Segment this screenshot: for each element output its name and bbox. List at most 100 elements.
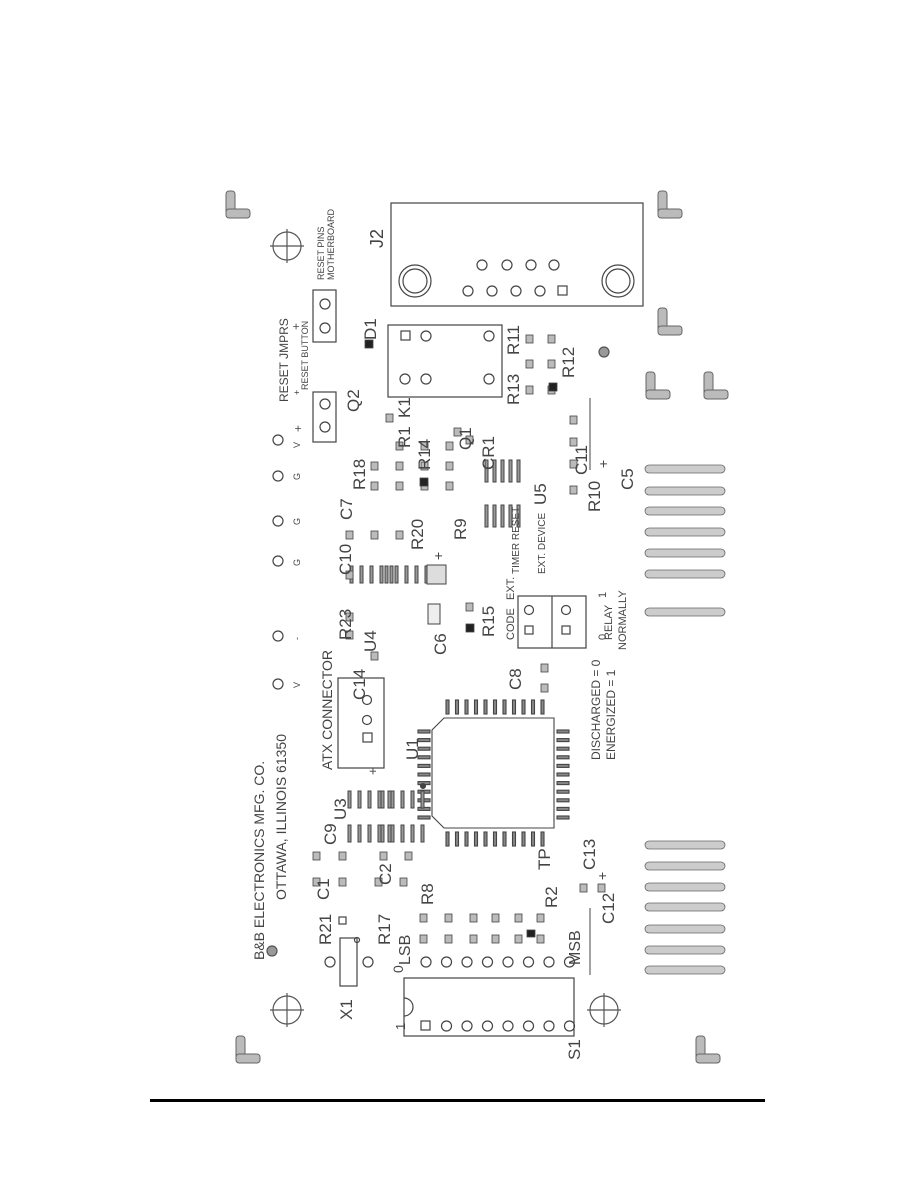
dip-lead bbox=[380, 824, 385, 843]
edge-finger bbox=[644, 965, 726, 975]
header-pin-letter: - bbox=[292, 637, 302, 640]
pad bbox=[345, 612, 354, 622]
silkscreen-labels: B&B ELECTRONICS MFG. CO.OTTAWA, ILLINOIS… bbox=[251, 208, 637, 1060]
designator-u5: U5 bbox=[531, 483, 550, 505]
dip-lead bbox=[394, 565, 399, 584]
pad bbox=[345, 530, 354, 540]
u1-lead bbox=[502, 699, 507, 715]
pad bbox=[395, 481, 404, 491]
dip-lead bbox=[410, 824, 415, 843]
s1-pin bbox=[440, 1020, 453, 1032]
dip-lead bbox=[400, 790, 405, 809]
atx-connector-label: ATX CONNECTOR bbox=[319, 650, 335, 770]
header-pin bbox=[272, 630, 284, 642]
dip-lead bbox=[420, 824, 425, 843]
u1-lead bbox=[511, 831, 517, 847]
pad bbox=[338, 877, 347, 887]
relay-label: RELAY bbox=[603, 604, 615, 640]
relay-k1 bbox=[387, 324, 503, 398]
designator-c12: C12 bbox=[599, 893, 618, 924]
designator-s1: S1 bbox=[565, 1039, 584, 1060]
u1-lead bbox=[464, 699, 469, 715]
corner-mark bbox=[657, 208, 683, 219]
u1-lead bbox=[417, 763, 431, 768]
plus-mark: + bbox=[594, 872, 610, 880]
dip-lead bbox=[367, 790, 372, 809]
u1-lead bbox=[502, 831, 507, 847]
designator-c7: C7 bbox=[337, 498, 356, 520]
u1-lead bbox=[473, 699, 479, 715]
header-pin-letter: G bbox=[292, 518, 302, 525]
s1-pin bbox=[543, 956, 555, 968]
pad bbox=[420, 441, 429, 451]
dip-lead bbox=[347, 790, 352, 809]
pad bbox=[370, 461, 379, 471]
reset-button-label: RESET BUTTON bbox=[300, 321, 310, 390]
designator-r13: R13 bbox=[504, 374, 523, 405]
s1-pin bbox=[461, 1020, 473, 1032]
u1-lead bbox=[417, 746, 431, 751]
designator-r12: R12 bbox=[559, 347, 578, 378]
designator-r1: R1 bbox=[395, 426, 414, 448]
dip-lead bbox=[500, 459, 505, 483]
designator-r2: R2 bbox=[542, 886, 561, 908]
s1-pin bbox=[563, 1020, 576, 1032]
pad bbox=[419, 913, 428, 923]
j2-pin bbox=[510, 285, 522, 297]
pad bbox=[491, 934, 500, 944]
header-pins-row bbox=[272, 434, 284, 690]
designator-u1: U1 bbox=[403, 738, 422, 760]
u1-lead bbox=[556, 755, 570, 760]
u1-lead bbox=[530, 831, 536, 847]
pad bbox=[465, 602, 474, 612]
corner-mark bbox=[657, 325, 683, 336]
u1-chip bbox=[417, 699, 570, 847]
reset-headers bbox=[312, 289, 337, 443]
edge-finger bbox=[644, 924, 726, 934]
s1-pin bbox=[461, 956, 473, 968]
pad bbox=[536, 913, 545, 923]
pad bbox=[444, 913, 453, 923]
u1-lead bbox=[417, 738, 431, 743]
designator-u3: U3 bbox=[331, 798, 350, 820]
designator-r8: R8 bbox=[418, 883, 437, 905]
designator-r15: R15 bbox=[479, 606, 498, 637]
designator-q2: Q2 bbox=[344, 389, 363, 412]
pad bbox=[370, 530, 379, 540]
s1-pin bbox=[502, 956, 514, 968]
u1-lead bbox=[417, 772, 431, 777]
pad bbox=[374, 877, 383, 887]
pad bbox=[395, 530, 404, 540]
s1-pin bbox=[543, 1020, 555, 1032]
designator-k1: K1 bbox=[395, 397, 414, 418]
edge-finger bbox=[644, 882, 726, 892]
designator-c10: C10 bbox=[336, 544, 355, 575]
dip-lead bbox=[508, 504, 513, 528]
header-pin bbox=[272, 434, 284, 446]
dip-lead bbox=[420, 790, 425, 809]
pad bbox=[525, 385, 534, 395]
pad bbox=[540, 663, 549, 673]
corner-mark bbox=[645, 389, 671, 400]
pad bbox=[491, 913, 500, 923]
u1-lead bbox=[521, 699, 526, 715]
u1-lead bbox=[556, 798, 570, 803]
edge-finger bbox=[644, 607, 726, 617]
u1-lead bbox=[454, 831, 460, 847]
u1-lead bbox=[556, 729, 570, 734]
u1-lead bbox=[556, 815, 570, 820]
capacitor-blocks bbox=[426, 398, 591, 975]
edge-finger bbox=[644, 527, 726, 537]
u1-lead bbox=[492, 831, 498, 847]
pad bbox=[525, 334, 534, 344]
pad bbox=[445, 481, 454, 491]
corner-marks bbox=[225, 190, 729, 1064]
designator-msb: MSB bbox=[567, 930, 584, 965]
pad bbox=[579, 883, 588, 893]
designator-c1: C1 bbox=[314, 878, 333, 900]
edge-finger bbox=[644, 902, 726, 912]
dip-lead bbox=[508, 459, 513, 483]
designator-cr1: CR1 bbox=[479, 436, 498, 470]
s1-pin bbox=[440, 956, 453, 968]
